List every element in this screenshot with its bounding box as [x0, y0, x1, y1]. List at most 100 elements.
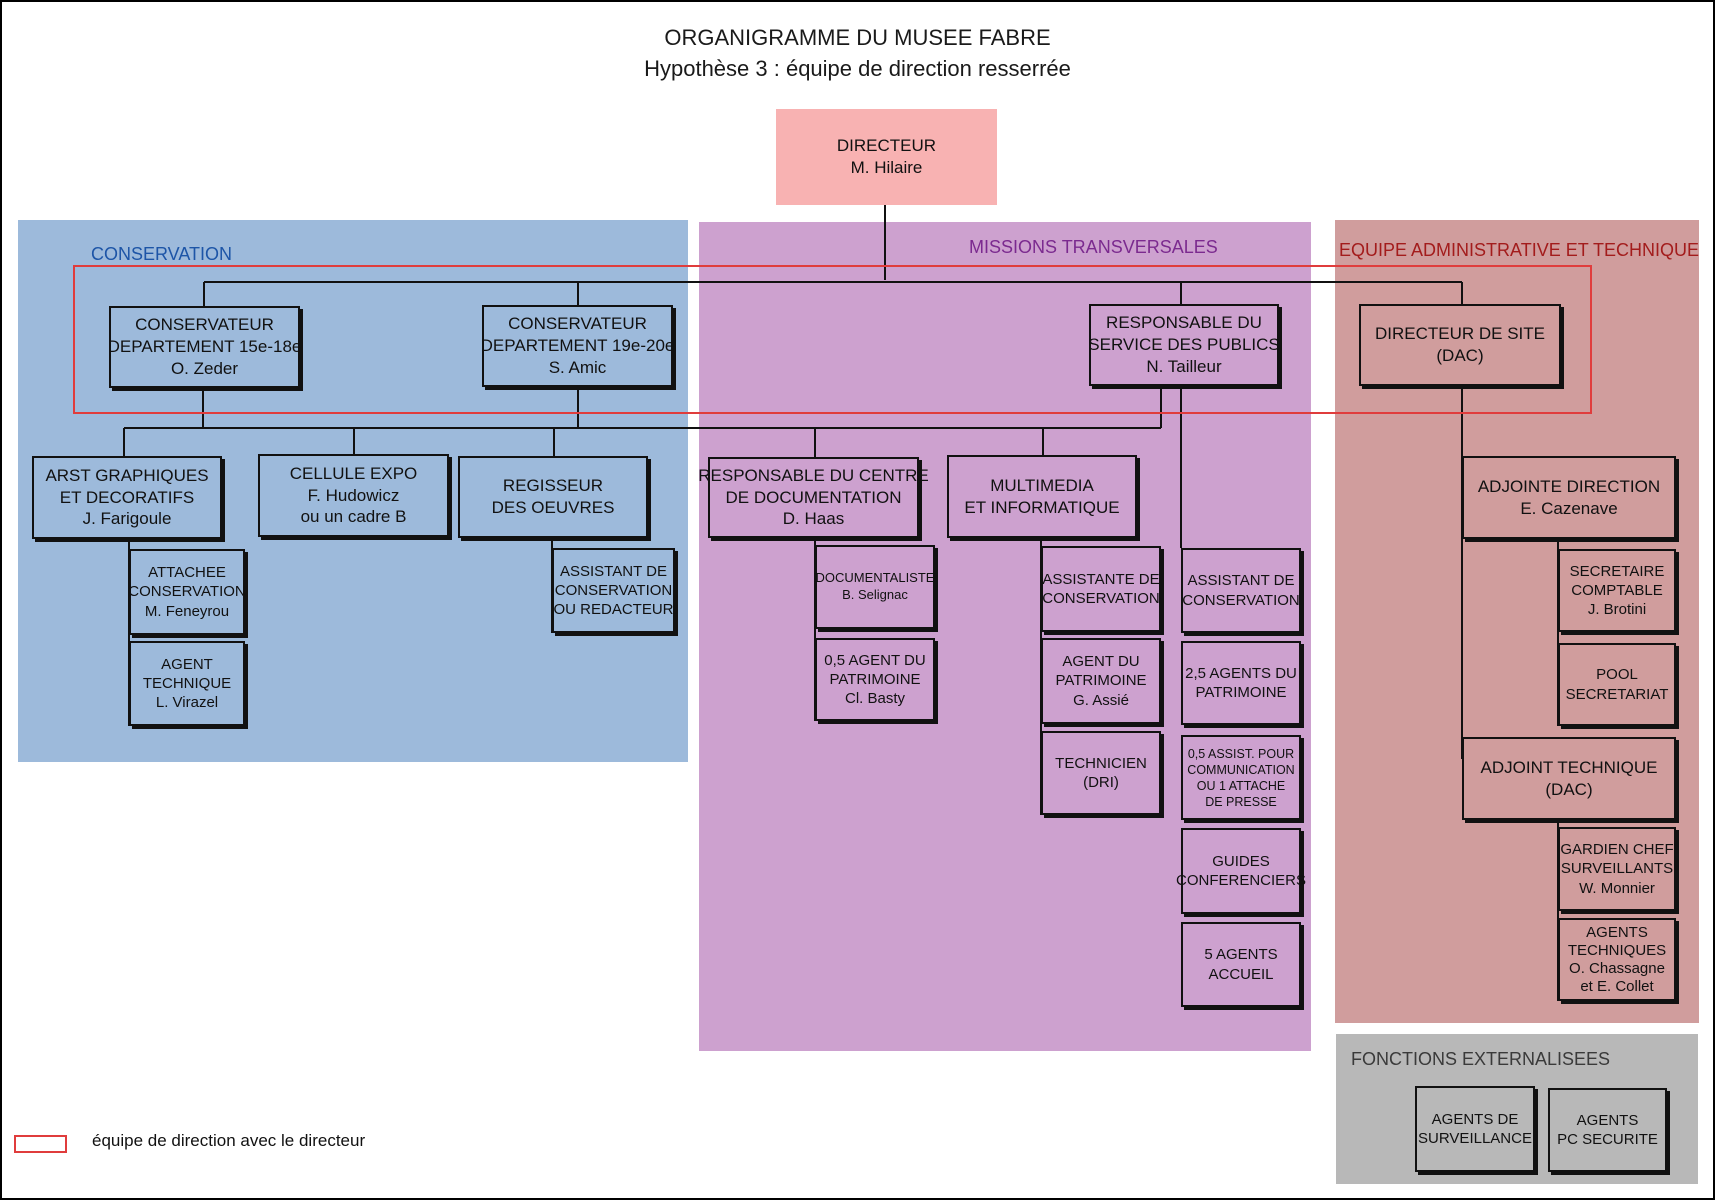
box-agents-surveillance-line1: AGENTS DE — [1431, 1110, 1519, 1128]
box-responsable-documentation-line2: DE DOCUMENTATION — [725, 487, 902, 507]
box-agents-patrimoine-25: 2,5 AGENTS DU PATRIMOINE — [1181, 641, 1301, 725]
zone-label-externalised: FONCTIONS EXTERNALISEES — [1351, 1049, 1611, 1069]
box-agents-patrimoine-25-line1: 2,5 AGENTS DU — [1185, 664, 1297, 682]
box-conservateur-15-18-name: O. Zeder — [170, 358, 239, 378]
box-agents-surveillance-line2: SURVEILLANCE — [1418, 1130, 1532, 1147]
box-agent-technique-virazel-name: L. Virazel — [155, 694, 219, 712]
box-gardien-chef-line2: SURVEILLANTS — [1560, 860, 1674, 878]
box-arts-graphiques: ARST GRAPHIQUES ET DECORATIFS J. Farigou… — [32, 456, 222, 539]
box-guides-conferenciers-line2: CONFERENCIERS — [1176, 872, 1307, 889]
box-adjoint-technique-line2: (DAC) — [1545, 779, 1593, 799]
box-agent-technique-virazel: AGENT TECHNIQUE L. Virazel — [129, 641, 245, 726]
box-technicien-line1: TECHNICIEN — [1055, 754, 1147, 772]
box-technicien: TECHNICIEN (DRI) — [1041, 731, 1161, 815]
box-secretaire-comptable-name: J. Brotini — [1587, 601, 1647, 619]
box-directeur-site: DIRECTEUR DE SITE (DAC) — [1359, 304, 1561, 386]
box-agents-accueil-line1: 5 AGENTS — [1204, 946, 1278, 964]
box-responsable-documentation: RESPONSABLE DU CENTRE DE DOCUMENTATION D… — [698, 457, 929, 538]
box-attachee-conservation-name: M. Feneyrou — [144, 602, 230, 620]
box-agent-patrimoine-basty-line2: PATRIMOINE — [829, 670, 921, 688]
box-cellule-expo-line3: ou un cadre B — [300, 507, 407, 527]
zone-label-admin: EQUIPE ADMINISTRATIVE ET TECHNIQUE — [1339, 240, 1700, 260]
director-title: DIRECTEUR — [836, 136, 937, 156]
box-assistant-redacteur-line2: CONSERVATION — [554, 581, 673, 599]
box-conservateur-19-20: CONSERVATEUR DEPARTEMENT 19e-20e S. Amic — [480, 305, 675, 387]
box-agent-technique-virazel-line1: AGENT — [161, 655, 213, 673]
box-conservateur-19-20-line2: DEPARTEMENT 19e-20e — [480, 336, 675, 356]
box-responsable-publics-line2: SERVICE DES PUBLICS — [1088, 335, 1280, 355]
box-regisseur-line2: DES OEUVRES — [491, 498, 615, 517]
box-secretaire-comptable: SECRETAIRE COMPTABLE J. Brotini — [1558, 549, 1676, 632]
box-multimedia: MULTIMEDIA ET INFORMATIQUE — [947, 455, 1137, 538]
box-assistante-conservation: ASSISTANTE DE CONSERVATION — [1041, 546, 1161, 632]
box-agent-patrimoine-assie: AGENT DU PATRIMOINE G. Assié — [1041, 638, 1161, 724]
box-multimedia-line1: MULTIMEDIA — [990, 475, 1094, 495]
box-regisseur-line1: REGISSEUR — [502, 476, 604, 496]
box-gardien-chef-line1: GARDIEN CHEF — [1560, 841, 1674, 859]
box-guides-conferenciers-line1: GUIDES — [1212, 852, 1270, 870]
box-conservateur-15-18: CONSERVATEUR DEPARTEMENT 15e-18e O. Zede… — [107, 306, 302, 388]
box-agents-patrimoine-25-line2: PATRIMOINE — [1195, 684, 1287, 701]
box-agents-pc-securite-line2: PC SECURITE — [1557, 1131, 1658, 1148]
box-assistant-communication-line1: 0,5 ASSIST. POUR — [1187, 746, 1295, 761]
box-adjointe-direction-line1: ADJOINTE DIRECTION — [1477, 476, 1661, 496]
box-pool-secretariat: POOL SECRETARIAT — [1558, 643, 1676, 726]
box-agents-pc-securite-line1: AGENTS — [1576, 1111, 1639, 1129]
zone-label-conservation: CONSERVATION — [91, 244, 233, 264]
box-assistant-conservation-publics: ASSISTANT DE CONSERVATION — [1181, 548, 1301, 633]
legend-label: équipe de direction avec le directeur — [92, 1131, 366, 1150]
box-cellule-expo-line1: CELLULE EXPO — [289, 463, 418, 483]
box-agents-techniques-line2: TECHNIQUES — [1567, 941, 1667, 959]
director-box: DIRECTEUR M. Hilaire — [776, 109, 997, 205]
box-agent-patrimoine-assie-name: G. Assié — [1073, 691, 1129, 709]
box-cellule-expo: CELLULE EXPO F. Hudowicz ou un cadre B — [258, 454, 449, 537]
box-assistant-redacteur-line3: OU REDACTEUR — [553, 601, 674, 619]
box-attachee-conservation: ATTACHEE CONSERVATION M. Feneyrou — [128, 549, 246, 635]
box-assistante-conservation-line1: ASSISTANTE DE — [1042, 570, 1160, 588]
box-agents-techniques: AGENTS TECHNIQUES O. Chassagne et E. Col… — [1558, 918, 1676, 1001]
box-agents-surveillance: AGENTS DE SURVEILLANCE — [1415, 1086, 1535, 1172]
box-agents-accueil: 5 AGENTS ACCUEIL — [1181, 922, 1301, 1007]
box-attachee-conservation-line2: CONSERVATION — [128, 583, 246, 601]
box-responsable-documentation-name: D. Haas — [782, 509, 845, 529]
box-agent-patrimoine-assie-line1: AGENT DU — [1062, 653, 1140, 671]
box-agents-techniques-name1: O. Chassagne — [1569, 959, 1665, 977]
legend-swatch — [14, 1135, 67, 1153]
box-adjointe-direction-name: E. Cazenave — [1520, 498, 1618, 518]
box-agents-techniques-name2: et E. Collet — [1580, 977, 1654, 995]
box-agent-patrimoine-basty-name: Cl. Basty — [844, 690, 905, 708]
box-gardien-chef: GARDIEN CHEF SURVEILLANTS W. Monnier — [1558, 827, 1676, 911]
box-adjointe-direction: ADJOINTE DIRECTION E. Cazenave — [1462, 456, 1676, 539]
box-conservateur-19-20-name: S. Amic — [548, 357, 607, 377]
box-responsable-documentation-line1: RESPONSABLE DU CENTRE — [698, 465, 929, 485]
box-conservateur-19-20-line1: CONSERVATEUR — [508, 314, 647, 334]
zone-externalised — [1336, 1034, 1698, 1184]
box-responsable-publics-name: N. Tailleur — [1146, 356, 1222, 376]
box-agent-technique-virazel-line2: TECHNIQUE — [142, 674, 232, 692]
box-assistante-conservation-line2: CONSERVATION — [1042, 590, 1160, 607]
box-agents-pc-securite: AGENTS PC SECURITE — [1548, 1088, 1667, 1172]
box-regisseur: REGISSEUR DES OEUVRES — [458, 456, 648, 538]
box-directeur-site-line1: DIRECTEUR DE SITE — [1374, 324, 1546, 344]
box-gardien-chef-name: W. Monnier — [1579, 879, 1655, 897]
box-multimedia-line2: ET INFORMATIQUE — [964, 497, 1120, 517]
box-assistant-communication-line4: DE PRESSE — [1205, 794, 1277, 809]
box-secretaire-comptable-line2: COMPTABLE — [1571, 581, 1663, 599]
box-documentaliste-line1: DOCUMENTALISTE — [815, 570, 935, 586]
box-agent-patrimoine-basty-line1: 0,5 AGENT DU — [824, 651, 926, 669]
box-guides-conferenciers: GUIDES CONFERENCIERS — [1176, 828, 1306, 914]
box-conservateur-15-18-line2: DEPARTEMENT 15e-18e — [107, 337, 302, 357]
box-agent-patrimoine-assie-line2: PATRIMOINE — [1055, 672, 1147, 690]
box-arts-graphiques-name: J. Farigoule — [82, 509, 172, 529]
box-agents-accueil-line2: ACCUEIL — [1208, 965, 1274, 983]
box-conservateur-15-18-line1: CONSERVATEUR — [135, 315, 274, 335]
box-assistant-redacteur-line1: ASSISTANT DE — [560, 562, 667, 580]
box-assistant-communication-line2: COMMUNICATION — [1187, 762, 1295, 777]
chart-subtitle: Hypothèse 3 : équipe de direction resser… — [644, 56, 1071, 81]
zone-admin — [1335, 220, 1699, 1023]
director-name: M. Hilaire — [850, 158, 923, 177]
box-assistant-redacteur: ASSISTANT DE CONSERVATION OU REDACTEUR — [552, 548, 675, 633]
box-secretaire-comptable-line1: SECRETAIRE — [1569, 562, 1665, 580]
box-arts-graphiques-line2: ET DECORATIFS — [59, 487, 195, 507]
